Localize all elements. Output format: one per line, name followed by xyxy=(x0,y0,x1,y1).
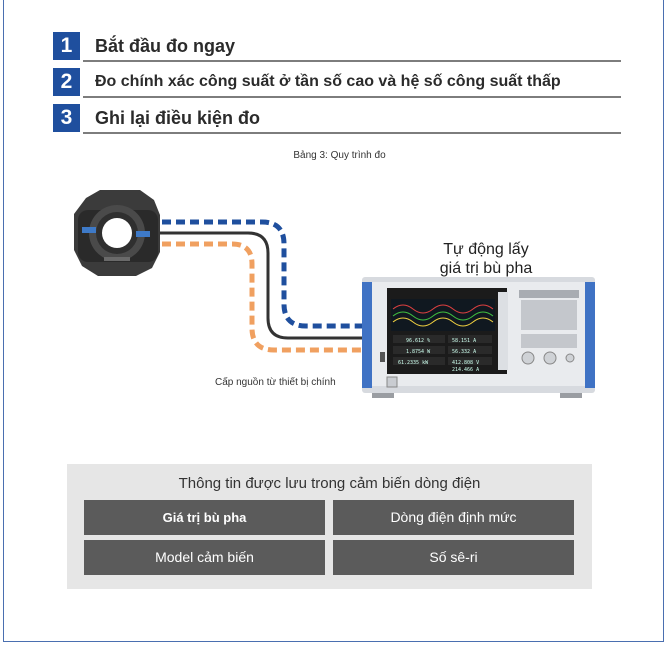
step-text: Ghi lại điều kiện đo xyxy=(95,108,261,128)
auto-phase-label-line2: giá trị bù pha xyxy=(439,260,533,277)
readout-text: 56.332 A xyxy=(452,349,476,355)
step-2: 2 Đo chính xác công suất ở tần số cao và… xyxy=(53,68,621,98)
power-analyzer-icon: 96.612 % 58.151 A 1.8754 W 56.332 A 412.… xyxy=(362,277,595,398)
readout-text: 1.8754 W xyxy=(406,349,431,355)
blue-dashed-cable xyxy=(148,219,362,329)
auto-phase-label: Tự động lấy giá trị bù pha xyxy=(424,240,548,278)
step-number: 2 xyxy=(53,68,80,96)
step-text: Đo chính xác công suất ở tần số cao và h… xyxy=(95,73,561,90)
readout-text: 58.151 A xyxy=(452,338,476,344)
step-1: 1 Bắt đầu đo ngay xyxy=(53,32,621,62)
readout-text: 61.2335 kW xyxy=(398,360,429,366)
figure-caption: Bảng 3: Quy trình đo xyxy=(293,150,386,161)
step-number: 3 xyxy=(53,104,80,132)
auto-phase-label-line1: Tự động lấy xyxy=(443,241,529,258)
readout-text: 214.466 A xyxy=(452,367,479,373)
info-cell-sensor-model: Model cảm biến xyxy=(84,540,325,575)
sensor-info-title: Thông tin được lưu trong cảm biến dòng đ… xyxy=(178,475,481,492)
info-cell-phase-compensation: Giá trị bù pha xyxy=(84,500,325,535)
info-cell-rated-current: Dòng điện định mức xyxy=(333,500,574,535)
orange-dashed-cable xyxy=(148,241,362,353)
step-3: 3 Ghi lại điều kiện đo xyxy=(53,104,621,134)
info-cell-serial-number: Số sê-ri xyxy=(333,540,574,575)
power-supply-label: Cấp nguồn từ thiết bị chính xyxy=(215,377,336,388)
divider xyxy=(83,60,621,62)
step-number: 1 xyxy=(53,32,80,60)
page-frame xyxy=(3,0,664,642)
readout-text: 96.612 % xyxy=(406,338,430,344)
sensor-info-panel: Thông tin được lưu trong cảm biến dòng đ… xyxy=(67,464,592,589)
readout-text: 412.808 V xyxy=(452,360,479,366)
dark-cable xyxy=(145,231,362,340)
divider xyxy=(83,132,621,134)
divider xyxy=(83,96,621,98)
current-sensor-icon xyxy=(74,190,160,276)
step-text: Bắt đầu đo ngay xyxy=(95,36,236,56)
